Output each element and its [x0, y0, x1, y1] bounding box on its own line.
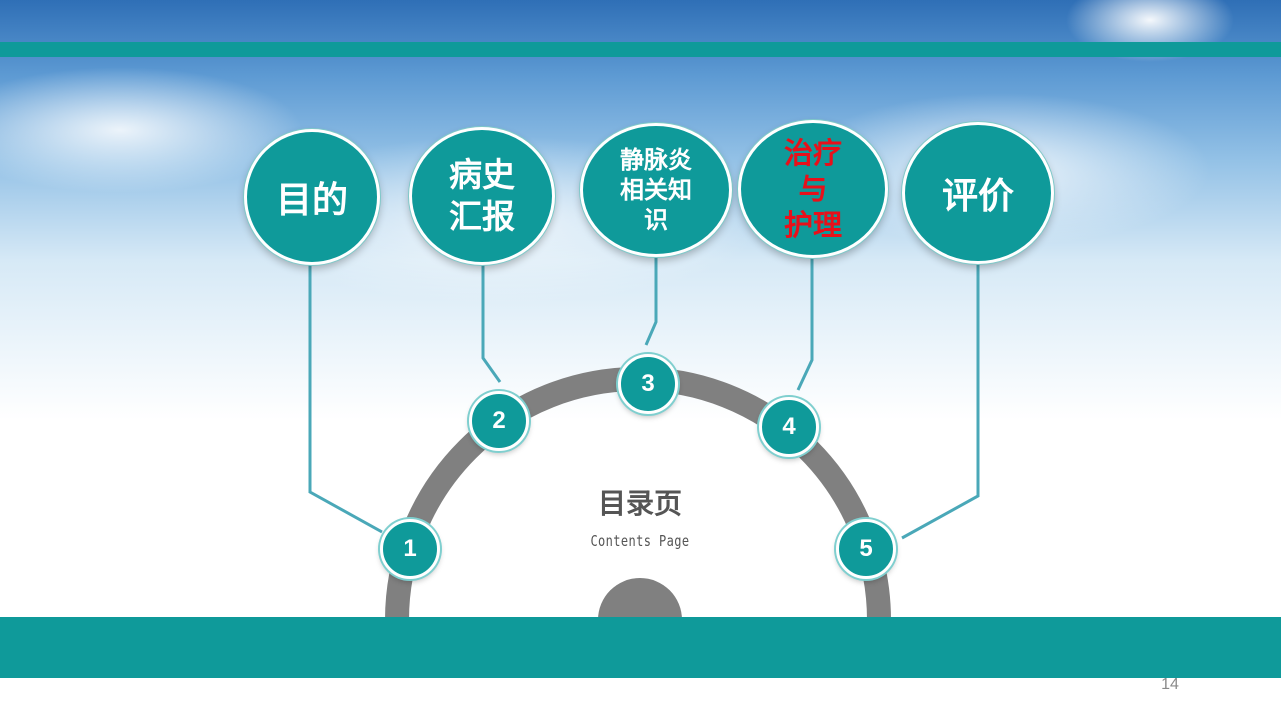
topic-label-purpose: 目的 [275, 180, 348, 221]
top-teal-bar [0, 42, 1281, 57]
topic-circle-treatment[interactable]: 治疗 与 护理 [738, 120, 888, 258]
topic-label-treatment: 治疗 与 护理 [783, 136, 842, 242]
number-badge-3[interactable]: 3 [618, 354, 678, 414]
center-semicircle [598, 578, 682, 620]
contents-subtitle: Contents Page [590, 532, 690, 550]
connector-1 [308, 262, 383, 534]
number-badge-5[interactable]: 5 [836, 519, 896, 579]
connector-5 [901, 262, 980, 540]
connector-3 [644, 255, 658, 346]
bottom-teal-bar [0, 617, 1281, 678]
topic-circle-evaluation[interactable]: 评价 [902, 122, 1054, 264]
connector-4 [796, 255, 814, 391]
topic-circle-phlebitis[interactable]: 静脉炎 相关知 识 [580, 123, 732, 257]
topic-circle-history[interactable]: 病史 汇报 [409, 127, 555, 265]
topic-label-phlebitis: 静脉炎 相关知 识 [620, 146, 692, 234]
number-badge-1[interactable]: 1 [380, 519, 440, 579]
page-number: 14 [1161, 676, 1179, 693]
number-badge-4[interactable]: 4 [759, 397, 819, 457]
topic-label-evaluation: 评价 [941, 176, 1014, 217]
topic-circle-purpose[interactable]: 目的 [244, 129, 380, 265]
connector-2 [481, 262, 502, 383]
number-badge-2[interactable]: 2 [469, 391, 529, 451]
topic-label-history: 病史 汇报 [449, 155, 515, 236]
contents-title: 目录页 [597, 487, 682, 520]
